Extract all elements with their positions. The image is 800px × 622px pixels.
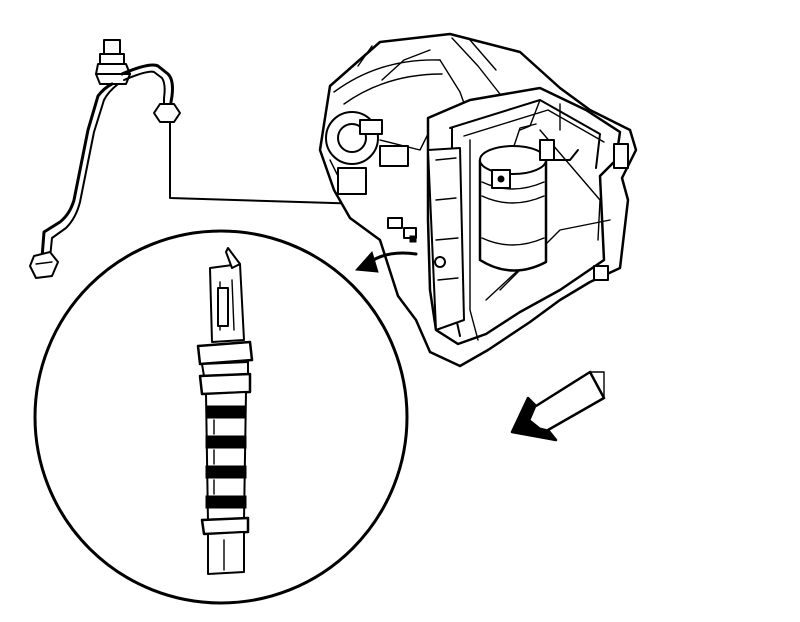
upper-line-fitting — [95, 39, 131, 85]
expansion-tube — [196, 247, 254, 575]
front-arrow — [510, 370, 606, 442]
branch-nut — [153, 103, 181, 123]
accumulator — [478, 123, 579, 272]
removal-arrow — [354, 250, 418, 273]
lower-line-nut — [29, 251, 59, 279]
blower-motor — [325, 111, 431, 195]
